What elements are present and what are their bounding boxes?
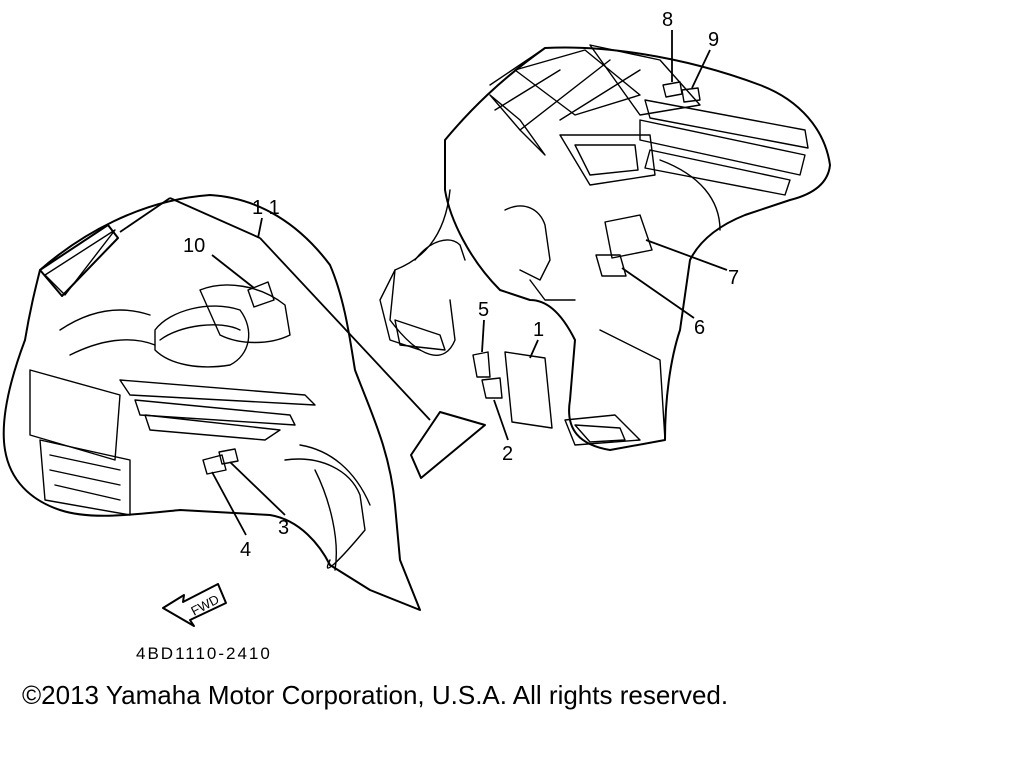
callout-1: 1 [533, 319, 544, 341]
leader-lines [119, 30, 728, 536]
callout-6: 6 [694, 317, 705, 339]
callout-10: 10 [183, 235, 205, 257]
callout-7: 7 [728, 267, 739, 289]
callout-4: 4 [240, 539, 251, 561]
decal-shapes [39, 81, 701, 479]
callout-5: 5 [478, 299, 489, 321]
part-code: 4BD1110-2410 [136, 644, 272, 663]
rear-fender-drawing [379, 44, 831, 451]
front-fender-drawing [2, 194, 421, 611]
callout-3: 3 [278, 517, 289, 539]
callout-8: 8 [662, 9, 673, 31]
callout-11: 1 1 [252, 197, 280, 219]
callout-9: 9 [708, 29, 719, 51]
callout-labels: 1 2 3 4 5 6 7 8 9 10 1 1 [183, 9, 739, 561]
fwd-arrow-icon: FWD [162, 583, 227, 627]
copyright-notice: ©2013 Yamaha Motor Corporation, U.S.A. A… [22, 680, 729, 710]
parts-diagram: 1 2 3 4 5 6 7 8 9 10 1 1 FWD [2, 9, 831, 627]
callout-2: 2 [502, 443, 513, 465]
